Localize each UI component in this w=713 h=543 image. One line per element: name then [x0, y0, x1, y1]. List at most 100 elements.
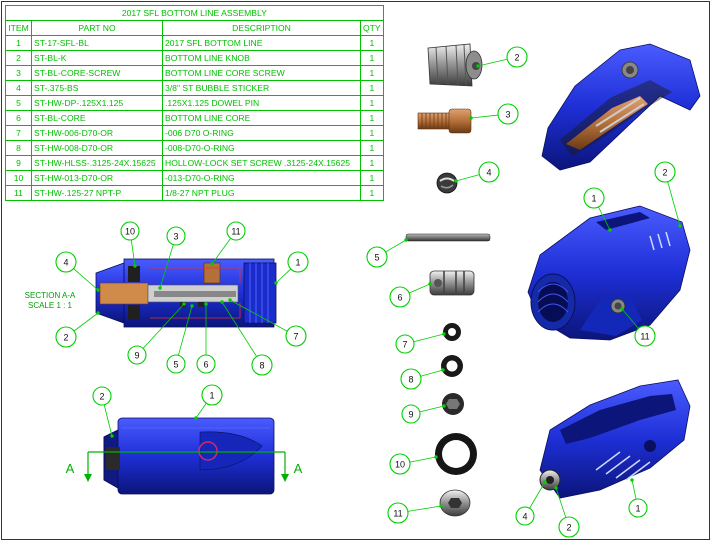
balloon-b11-plug: 11 [387, 502, 409, 524]
balloon-circle [401, 404, 421, 424]
leader-line [529, 481, 546, 509]
leader-dot [476, 64, 480, 68]
balloon-number: 10 [125, 227, 135, 237]
balloon-side-b1: 1 [201, 384, 223, 406]
balloon-number: 1 [635, 504, 640, 514]
section-label-title: SECTION A-A [25, 291, 76, 300]
balloon-number: 10 [395, 460, 405, 470]
balloon-number: 9 [408, 410, 413, 420]
leader-line [409, 456, 437, 463]
leader-line [103, 404, 113, 437]
balloon-circle [226, 221, 246, 241]
leader-dot [96, 311, 100, 315]
balloon-circle [628, 498, 648, 518]
balloon-circle [387, 502, 409, 524]
balloon-circle [285, 325, 307, 347]
balloon-number: 4 [486, 168, 491, 178]
balloon-circle [654, 161, 676, 183]
balloon-number: 7 [293, 332, 298, 342]
leader-dot [442, 332, 446, 336]
balloon-circle [127, 345, 147, 365]
leader-dot [434, 455, 438, 459]
leader-dot [678, 224, 682, 228]
leader-line [159, 244, 174, 289]
leader-line [73, 312, 99, 332]
balloon-number: 9 [134, 351, 139, 361]
balloon-number: 8 [408, 375, 413, 385]
core-screw-part [417, 108, 472, 134]
balloon-circle [166, 226, 186, 246]
leader-dot [404, 238, 408, 242]
balloon-circle [251, 354, 273, 376]
balloon-circle [478, 161, 500, 183]
leader-line [555, 487, 567, 518]
leader-line [229, 299, 288, 332]
leader-line [178, 305, 193, 356]
set-screw-part [442, 393, 464, 415]
leader-line [195, 402, 207, 419]
leader-dot [469, 116, 473, 120]
leader-dot [220, 300, 224, 304]
balloon-number: 11 [393, 509, 402, 519]
bubble-sticker-part [436, 172, 458, 194]
leader-dot [133, 264, 137, 268]
balloon-circle [196, 354, 216, 374]
balloon-circle [497, 103, 519, 125]
balloon-number: 4 [522, 512, 527, 522]
balloon-number: 3 [505, 110, 510, 120]
balloon-sec-b7: 7 [285, 325, 307, 347]
leader-line [420, 369, 444, 377]
section-cut-line [84, 451, 289, 482]
leader-dot [608, 228, 612, 232]
isometric-view-rear [539, 379, 691, 499]
balloon-circle [389, 453, 411, 475]
core-part [429, 270, 475, 296]
leader-dot [182, 302, 186, 306]
leader-line [142, 303, 185, 349]
dowel-pin-part [405, 233, 491, 242]
balloon-circle [55, 251, 77, 273]
leader-dot [204, 302, 208, 306]
balloon-iso1-b11: 11 [634, 325, 656, 347]
section-view-a-a [95, 258, 277, 328]
leader-dot [274, 281, 278, 285]
balloon-sec-b9: 9 [127, 345, 147, 365]
balloon-circle [287, 251, 309, 273]
balloon-sec-b11: 11 [226, 221, 246, 241]
leader-dot [630, 478, 634, 482]
leader-dot [428, 282, 432, 286]
leader-line [130, 239, 136, 267]
leader-line [385, 239, 407, 253]
balloon-circle [634, 325, 656, 347]
balloon-number: 4 [63, 258, 68, 268]
isometric-view-front [527, 205, 691, 341]
balloon-sec-b10: 10 [120, 221, 140, 241]
cutaway-view [541, 43, 701, 171]
balloon-number: 11 [231, 227, 240, 237]
balloon-b9-setscrew: 9 [401, 404, 421, 424]
leader-dot [96, 288, 100, 292]
balloon-sec-b3: 3 [166, 226, 186, 246]
balloon-number: 2 [514, 53, 519, 63]
side-view [103, 417, 275, 495]
balloon-number: 11 [640, 332, 649, 342]
bom-cell-qty: 1 [360, 140, 384, 156]
balloon-iso2-b1: 1 [628, 498, 648, 518]
balloon-number: 2 [99, 392, 104, 402]
balloon-number: 1 [295, 258, 300, 268]
leader-line [621, 308, 639, 329]
section-label-scale: SCALE 1 : 1 [28, 301, 73, 310]
balloon-circle [583, 187, 605, 209]
balloon-circle [55, 326, 77, 348]
leader-dot [158, 286, 162, 290]
bom-cell-qty: 1 [360, 185, 384, 201]
balloon-iso1-b2: 2 [654, 161, 676, 183]
